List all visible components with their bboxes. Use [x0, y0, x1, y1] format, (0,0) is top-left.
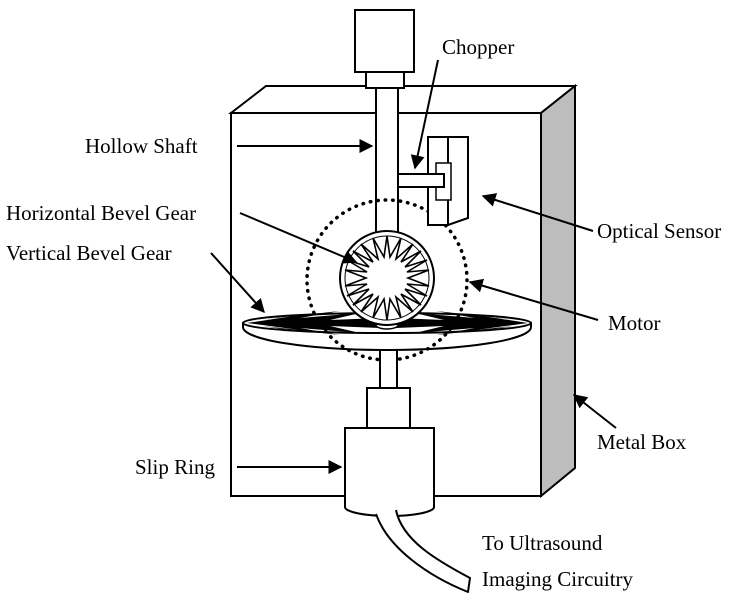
- label-to-ultrasound-line-2: Imaging Circuitry: [482, 567, 634, 591]
- label-chopper: Chopper: [442, 35, 514, 59]
- horizontal-bevel-gear: [339, 230, 435, 326]
- metal-box-top-face: [228, 85, 578, 114]
- motor-outline: [305, 198, 469, 362]
- label-slip-ring: Slip Ring: [135, 455, 215, 479]
- arrow-optical-sensor: [481, 193, 594, 232]
- arrow-motor: [468, 278, 599, 321]
- chopper: [397, 173, 445, 188]
- arrow-vertical-bevel-gear: [210, 252, 265, 314]
- label-hollow-shaft: Hollow Shaft: [85, 134, 198, 158]
- label-motor: Motor: [608, 311, 661, 335]
- lower-shaft: [379, 349, 398, 391]
- horizontal-bevel-gear-teeth: [344, 235, 430, 321]
- label-optical-sensor: Optical Sensor: [597, 219, 721, 243]
- slip-ring-assembly: [344, 349, 471, 593]
- output-cable: [375, 509, 471, 593]
- arrow-metal-box: [572, 394, 617, 429]
- slip-ring: [344, 427, 435, 517]
- label-vertical-bevel-gear: Vertical Bevel Gear: [6, 241, 172, 265]
- arrow-chopper: [410, 59, 439, 170]
- pointer-arrows: [210, 59, 617, 474]
- upper-collar: [366, 387, 411, 429]
- label-to-ultrasound-line-1: To Ultrasound: [482, 531, 603, 555]
- metal-box-side-face: [540, 83, 576, 499]
- arrow-horizontal-bevel-gear: [239, 212, 358, 264]
- label-horizontal-bevel-gear: Horizontal Bevel Gear: [6, 201, 196, 225]
- label-metal-box: Metal Box: [597, 430, 687, 454]
